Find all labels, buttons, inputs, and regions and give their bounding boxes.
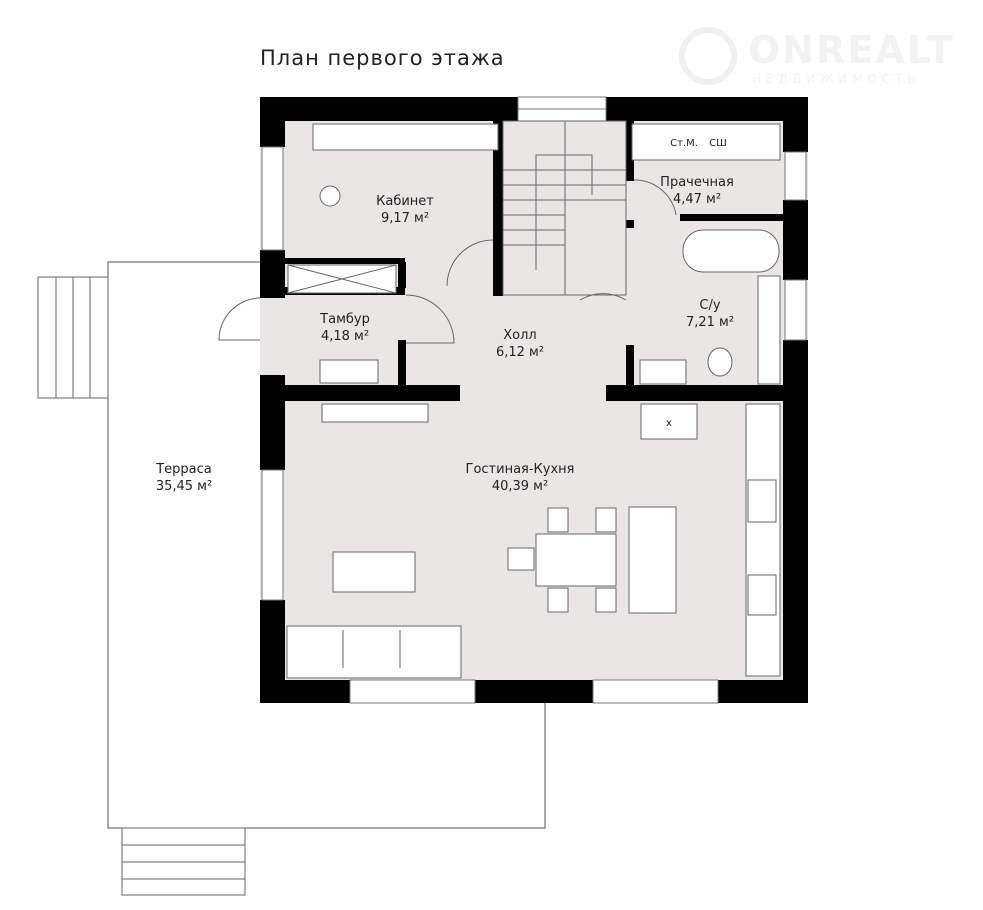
staircase[interactable] xyxy=(502,120,627,296)
room-name-laundry: Прачечная xyxy=(660,175,734,190)
dryer-label: СШ xyxy=(709,138,727,149)
logo-tagline: НЕДВИЖИМОСТЬ xyxy=(752,72,921,86)
kitchen-counter xyxy=(745,403,781,677)
room-area-vestibule: 4,18 м² xyxy=(321,329,369,344)
doors[interactable] xyxy=(218,179,677,344)
room-name-hall: Холл xyxy=(503,328,536,343)
room-name-living-kitchen: Гостиная-Кухня xyxy=(466,462,575,477)
onrealt-logo: ONREALT НЕДВИЖИМОСТЬ xyxy=(678,26,968,96)
coffee-table xyxy=(332,551,416,593)
sink xyxy=(639,359,687,385)
bathtub xyxy=(682,229,780,273)
toilet xyxy=(707,347,733,377)
room-name-vestibule: Тамбур xyxy=(319,312,370,327)
room-area-living-kitchen: 40,39 м² xyxy=(492,479,548,494)
room-area-hall: 6,12 м² xyxy=(496,345,544,360)
room-area-terrace: 35,45 м² xyxy=(156,479,212,494)
house-pin-icon xyxy=(679,27,737,85)
logo-name: ONREALT xyxy=(748,28,955,72)
fridge-label: x xyxy=(666,418,672,429)
windows[interactable] xyxy=(261,96,807,704)
room-name-bathroom: С/у xyxy=(699,298,720,313)
room-name-terrace: Терраса xyxy=(155,462,212,477)
kitchen-island xyxy=(628,506,677,614)
plan-title: План первого этажа xyxy=(260,46,505,70)
room-area-laundry: 4,47 м² xyxy=(673,192,721,207)
room-name-cabinet: Кабинет xyxy=(376,194,434,209)
room-area-cabinet: 9,17 м² xyxy=(381,211,429,226)
terrace-front-stairs xyxy=(121,827,246,896)
sofa xyxy=(286,625,462,679)
terrace-side-stairs xyxy=(37,276,109,399)
furniture xyxy=(286,123,781,679)
room-area-bathroom: 7,21 м² xyxy=(686,315,734,330)
interior-walls xyxy=(260,121,808,401)
washer-label: Ст.М. xyxy=(670,138,698,149)
dining-table xyxy=(535,533,617,587)
